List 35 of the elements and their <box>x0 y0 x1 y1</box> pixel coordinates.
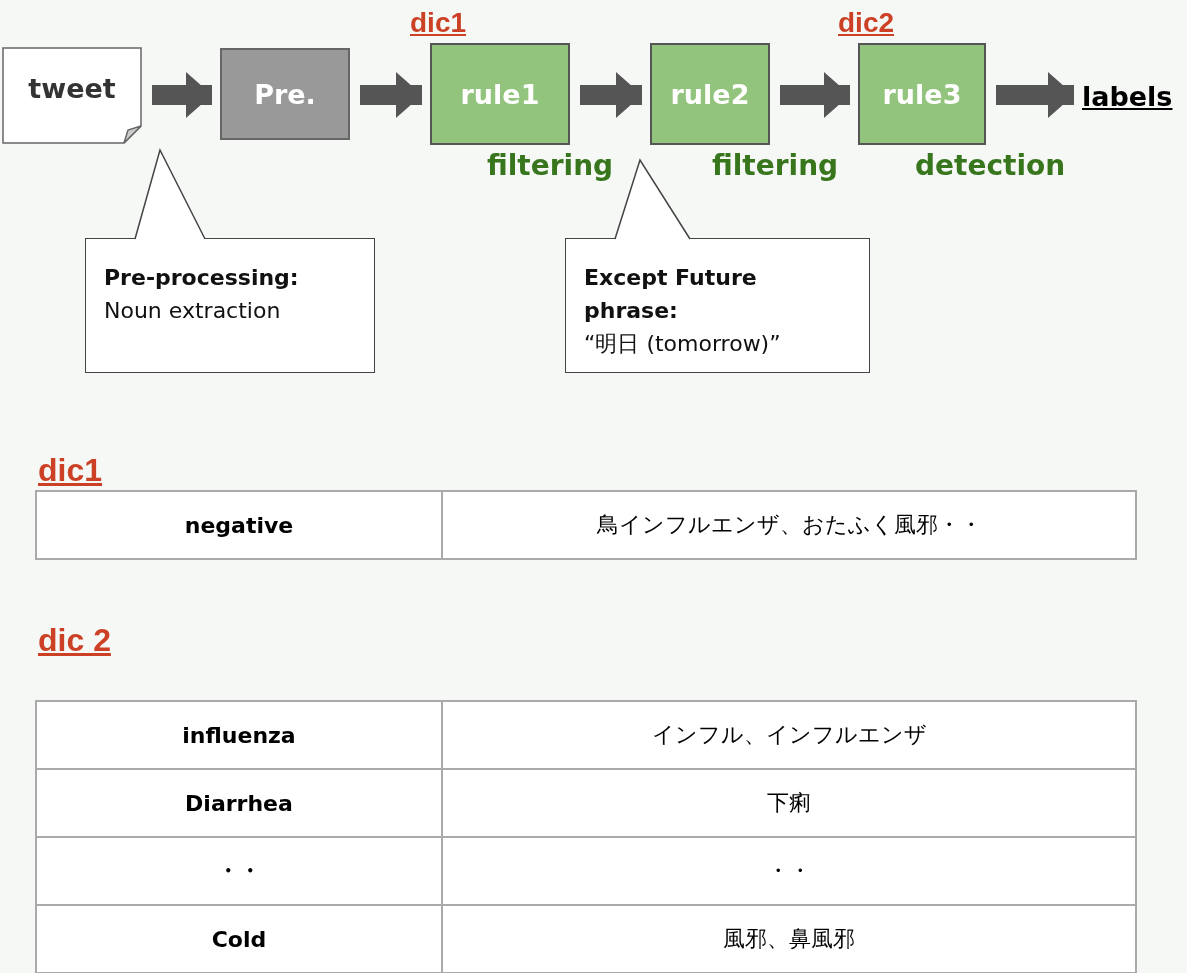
arrow <box>360 72 422 118</box>
arrow <box>580 72 642 118</box>
callout-text: “明日 (tomorrow)” <box>584 330 782 358</box>
process-box <box>220 48 350 140</box>
table-cell: negative <box>36 491 442 559</box>
callout-heading: Pre-processing: <box>104 264 300 292</box>
callout-pointer <box>134 147 206 240</box>
table-cell: influenza <box>36 701 442 769</box>
node-label: rule2 <box>670 78 750 110</box>
table-cell: 風邪、鼻風邪 <box>442 905 1136 973</box>
node-label: rule1 <box>460 78 540 110</box>
callout-heading: Except Future phrase: <box>584 264 758 325</box>
step-caption: filtering <box>712 149 839 182</box>
table-cell: 鳥インフルエンザ、おたふく風邪・・ <box>442 491 1136 559</box>
table-cell: Diarrhea <box>36 769 442 837</box>
table-cell: ・・ <box>36 837 442 905</box>
table-heading: dic1 <box>38 452 103 489</box>
table-cell: ・・ <box>442 837 1136 905</box>
table-cell: インフル、インフルエンザ <box>442 701 1136 769</box>
arrow <box>152 72 212 118</box>
callout-text: Noun extraction <box>104 297 282 325</box>
node-label: rule3 <box>882 78 962 110</box>
dictionary-label: dic1 <box>410 7 467 39</box>
document-shape: tweet <box>2 47 142 144</box>
callout-pointer <box>614 158 691 240</box>
output-label: labels <box>1082 74 1184 118</box>
table-cell: 下痢 <box>442 769 1136 837</box>
arrow <box>996 72 1074 118</box>
step-caption: detection <box>915 149 1066 182</box>
node-label: Pre. <box>254 78 316 110</box>
arrow <box>780 72 850 118</box>
table-heading: dic 2 <box>38 622 111 659</box>
table-cell: Cold <box>36 905 442 973</box>
step-caption: filtering <box>487 149 614 182</box>
dictionary-label: dic2 <box>838 7 895 39</box>
